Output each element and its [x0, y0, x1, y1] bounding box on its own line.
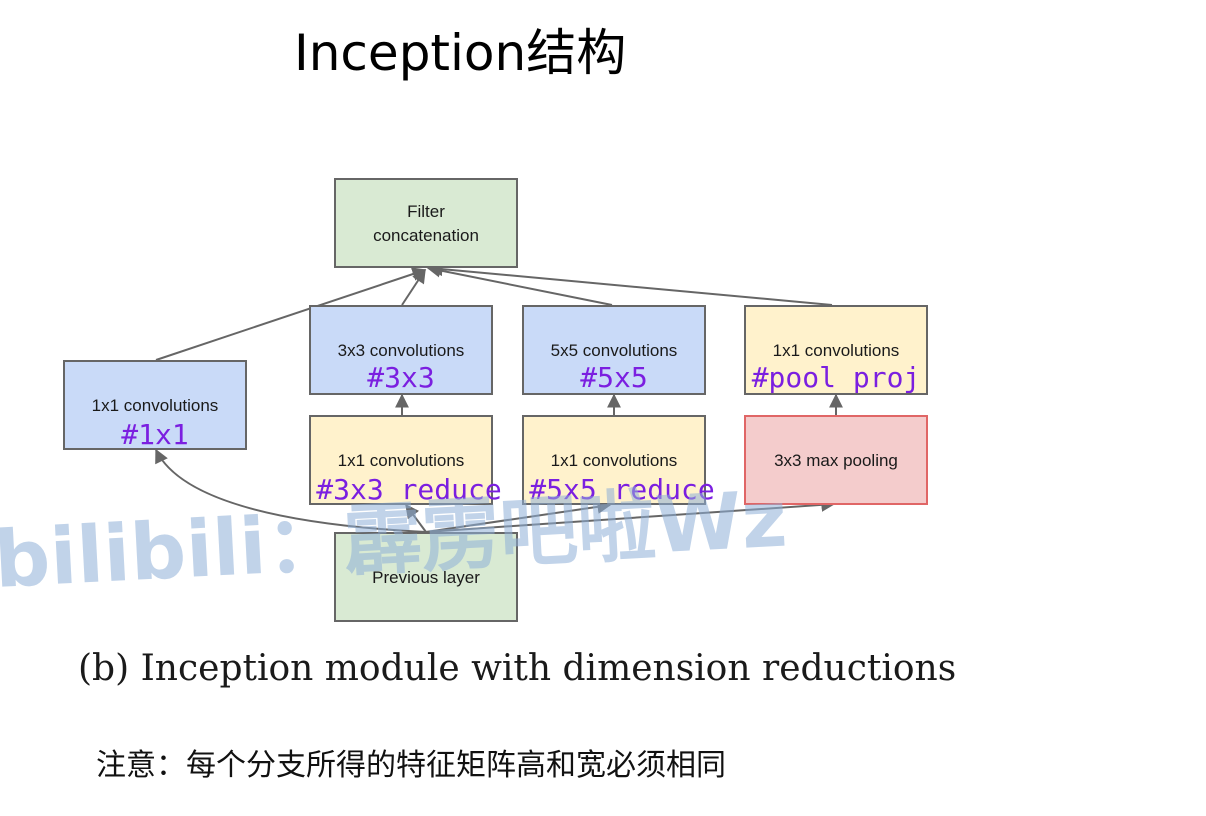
reduce-5x5-label: 1x1 convolutions — [550, 451, 678, 470]
conv-3x3-label: 3x3 convolutions — [337, 341, 465, 360]
arrow-1x1-to-concat — [155, 267, 427, 361]
previous-layer-node: Previous layer — [334, 532, 518, 622]
conv-pool-proj-label: 1x1 convolutions — [772, 341, 900, 360]
max-pooling-label: 3x3 max pooling — [774, 451, 898, 470]
arrow-previous-to-reduce3x3 — [405, 503, 427, 533]
conv-pool-proj-node: 1x1 convolutions #pool proj — [744, 305, 928, 395]
figure-caption: (b) Inception module with dimension redu… — [78, 648, 957, 689]
conv-3x3-annotation: #3x3 — [367, 361, 435, 394]
conv-5x5-node: 5x5 convolutions #5x5 — [522, 305, 706, 395]
conv-5x5-label: 5x5 convolutions — [550, 341, 678, 360]
reduce-5x5-node: 1x1 convolutions #5x5 reduce — [522, 415, 715, 506]
reduce-3x3-node: 1x1 convolutions #3x3 reduce — [309, 415, 502, 506]
arrow-5x5-to-concat — [426, 263, 613, 306]
max-pooling-node: 3x3 max pooling — [744, 415, 928, 505]
arrow-previous-to-maxpool — [425, 497, 836, 533]
reduce-3x3-label: 1x1 convolutions — [337, 451, 465, 470]
conv-1x1-node: 1x1 convolutions #1x1 — [63, 360, 247, 451]
page-title: Inception结构 — [294, 24, 627, 82]
conv-3x3-node: 3x3 convolutions #3x3 — [309, 305, 493, 395]
arrow-previous-to-1x1 — [155, 448, 427, 533]
conv-1x1-label: 1x1 convolutions — [91, 396, 219, 415]
conv-5x5-annotation: #5x5 — [580, 361, 648, 394]
reduce-3x3-annotation: #3x3 reduce — [316, 473, 502, 506]
arrow-poolproj-to-concat — [428, 262, 833, 306]
note-text: 注意：每个分支所得的特征矩阵高和宽必须相同 — [96, 748, 726, 783]
previous-layer-label: Previous layer — [372, 568, 480, 587]
conv-pool-proj-annotation: #pool proj — [751, 361, 921, 394]
filter-concat-line1: Filter — [407, 202, 445, 221]
filter-concat-line2: concatenation — [373, 226, 479, 245]
arrow-3x3-to-concat — [401, 268, 426, 306]
arrow-previous-to-reduce5x5 — [425, 499, 612, 533]
reduce-5x5-annotation: #5x5 reduce — [529, 473, 715, 506]
conv-1x1-annotation: #1x1 — [121, 418, 189, 451]
filter-concatenation-node: Filter concatenation — [334, 178, 518, 268]
